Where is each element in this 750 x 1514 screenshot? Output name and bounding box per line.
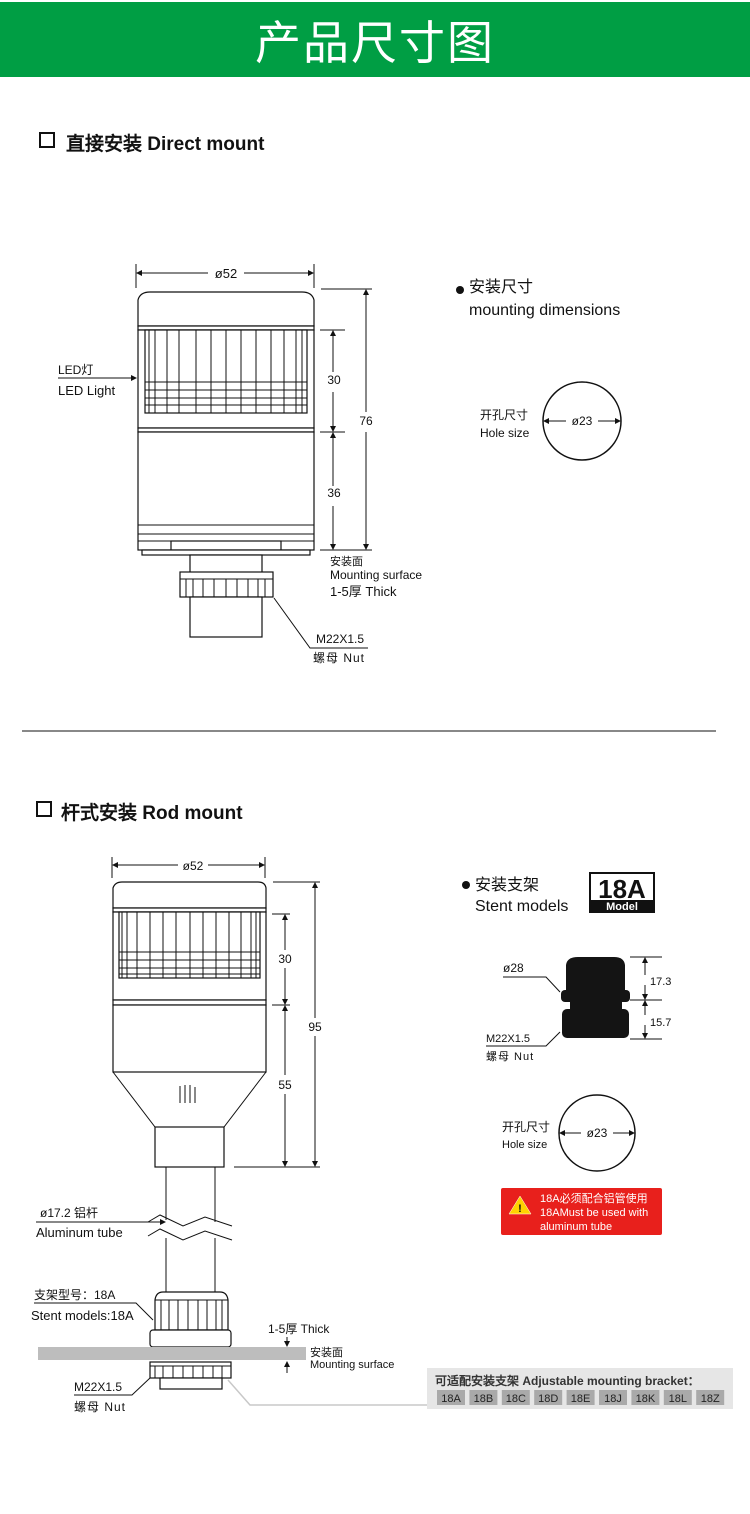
stent-label-cn: 支架型号：18A — [34, 1288, 115, 1302]
page-title: 产品尺寸图 — [255, 15, 495, 70]
stent-title-cn: 安装支架 — [475, 876, 539, 894]
dim-total-label: 76 — [359, 414, 373, 428]
section-title-direct: 直接安装 Direct mount — [66, 132, 265, 155]
bracket-chip-label: 18K — [636, 1393, 656, 1405]
dim-body-label: 55 — [278, 1078, 292, 1092]
bracket-chip: 18Z — [696, 1390, 725, 1405]
tube-label-cn: ø17.2 铝杆 — [40, 1205, 98, 1220]
bullet-icon — [456, 286, 464, 294]
stent-h2-label: 15.7 — [650, 1017, 671, 1029]
rod-mount-section: 杆式安装 Rod mount ø52 — [31, 801, 733, 1414]
thick-label: 1-5厚 Thick — [268, 1322, 330, 1336]
bracket-chip: 18A — [437, 1390, 465, 1405]
dim-width-label: ø52 — [183, 859, 204, 873]
bracket-title: 可适配安装支架 Adjustable mounting bracket： — [435, 1373, 700, 1388]
mounting-title-cn: 安装尺寸 — [469, 278, 533, 296]
lamp-drawing — [137, 291, 315, 638]
width-dimension: ø52 — [111, 857, 266, 878]
warning-icon — [508, 1195, 532, 1215]
bracket-chip: 18K — [631, 1390, 660, 1405]
bracket-chip-list: 18A 18B 18C 18D 18E 18J 18K 18L 18Z — [437, 1390, 725, 1405]
stent-nut-label: 螺母 Nut — [486, 1050, 534, 1063]
direct-mount-section: 直接安装 Direct mount ø52 — [39, 132, 622, 665]
height-dimensions — [320, 288, 372, 551]
dim-body-label: 36 — [327, 486, 341, 500]
hole-label-en: Hole size — [502, 1139, 547, 1151]
stent-title-en: Stent models — [475, 898, 568, 915]
model-badge: 18A Model — [589, 872, 655, 913]
dim-total-label: 95 — [308, 1020, 322, 1034]
bracket-chip: 18E — [566, 1390, 595, 1405]
bracket-chip-label: 18J — [604, 1393, 622, 1405]
hole-label-cn: 开孔尺寸 — [480, 408, 528, 422]
page-header: 产品尺寸图 — [0, 2, 750, 77]
bracket-chip-label: 18L — [669, 1393, 687, 1405]
surface-label-cn: 安装面 — [330, 554, 363, 568]
bracket-chip-label: 18E — [571, 1393, 591, 1405]
width-dimension: ø52 — [135, 264, 315, 288]
bracket-chip-label: 18B — [474, 1393, 494, 1405]
nut-thread-label: M22X1.5 — [74, 1380, 122, 1394]
nut-leader-line — [74, 1377, 151, 1396]
lamp-drawing — [38, 881, 306, 1390]
bracket-chip-label: 18D — [538, 1393, 558, 1405]
checkbox-icon — [36, 801, 52, 817]
hole-label-en: Hole size — [480, 426, 530, 440]
warning-box: ! 18A必须配合铝管使用 18AMust be used with alumi… — [501, 1188, 662, 1235]
warning-line-1: 18A必须配合铝管使用 — [540, 1191, 648, 1205]
dim-width-label: ø52 — [215, 266, 237, 281]
bullet-icon — [462, 881, 470, 889]
hole-label-cn: 开孔尺寸 — [502, 1120, 550, 1134]
svg-text:!: ! — [518, 1203, 522, 1215]
height-dimensions — [234, 881, 320, 1168]
section-title-rod: 杆式安装 Rod mount — [61, 801, 243, 824]
bracket-chip: 18J — [599, 1390, 627, 1405]
surface-label-en: Mounting surface — [310, 1359, 394, 1371]
stent-shape — [154, 1291, 229, 1331]
nut-label: 螺母 Nut — [74, 1400, 126, 1414]
led-label-en: LED Light — [58, 383, 115, 398]
stent-label-en: Stent models:18A — [31, 1308, 134, 1323]
bracket-chip: 18C — [501, 1390, 530, 1405]
thick-label: 1-5厚 Thick — [330, 584, 397, 599]
mounting-title-en: mounting dimensions — [469, 302, 620, 319]
dim-led-label: 30 — [327, 373, 341, 387]
bracket-chip: 18D — [534, 1390, 563, 1405]
dim-led-label: 30 — [278, 952, 292, 966]
bracket-chip: 18L — [663, 1390, 692, 1405]
warning-line-3: aluminum tube — [540, 1221, 612, 1233]
stent-h1-label: 17.3 — [650, 976, 671, 988]
surface-label-en: Mounting surface — [330, 568, 422, 582]
nut-label: 螺母 Nut — [313, 651, 365, 665]
bracket-chip: 18B — [469, 1390, 498, 1405]
model-badge-number: 18A — [598, 874, 646, 904]
bracket-chip-label: 18A — [441, 1393, 461, 1405]
mounting-plate — [38, 1347, 306, 1360]
stent-dimensions — [630, 956, 662, 1040]
nut-leader-line — [273, 597, 368, 649]
model-badge-sub: Model — [606, 901, 638, 913]
stent-leader-line — [34, 1302, 154, 1321]
tube-label-en: Aluminum tube — [36, 1225, 123, 1240]
stent-nut-image — [561, 957, 630, 1038]
break-mark — [147, 1214, 233, 1241]
stent-dia-label: ø28 — [503, 961, 524, 975]
led-label-cn: LED灯 — [58, 363, 93, 377]
hole-dim-label: ø23 — [572, 414, 593, 428]
stent-nut-thread-label: M22X1.5 — [486, 1033, 530, 1045]
warning-line-2: 18AMust be used with — [540, 1207, 648, 1219]
bracket-leader-line — [227, 1379, 430, 1406]
surface-label-cn: 安装面 — [310, 1345, 343, 1359]
checkbox-icon — [39, 132, 55, 148]
hole-dim-label: ø23 — [587, 1126, 608, 1140]
bracket-chip-label: 18C — [506, 1393, 526, 1405]
nut-shape — [149, 1361, 232, 1379]
bracket-chip-label: 18Z — [701, 1393, 720, 1405]
nut-thread-label: M22X1.5 — [316, 632, 364, 646]
